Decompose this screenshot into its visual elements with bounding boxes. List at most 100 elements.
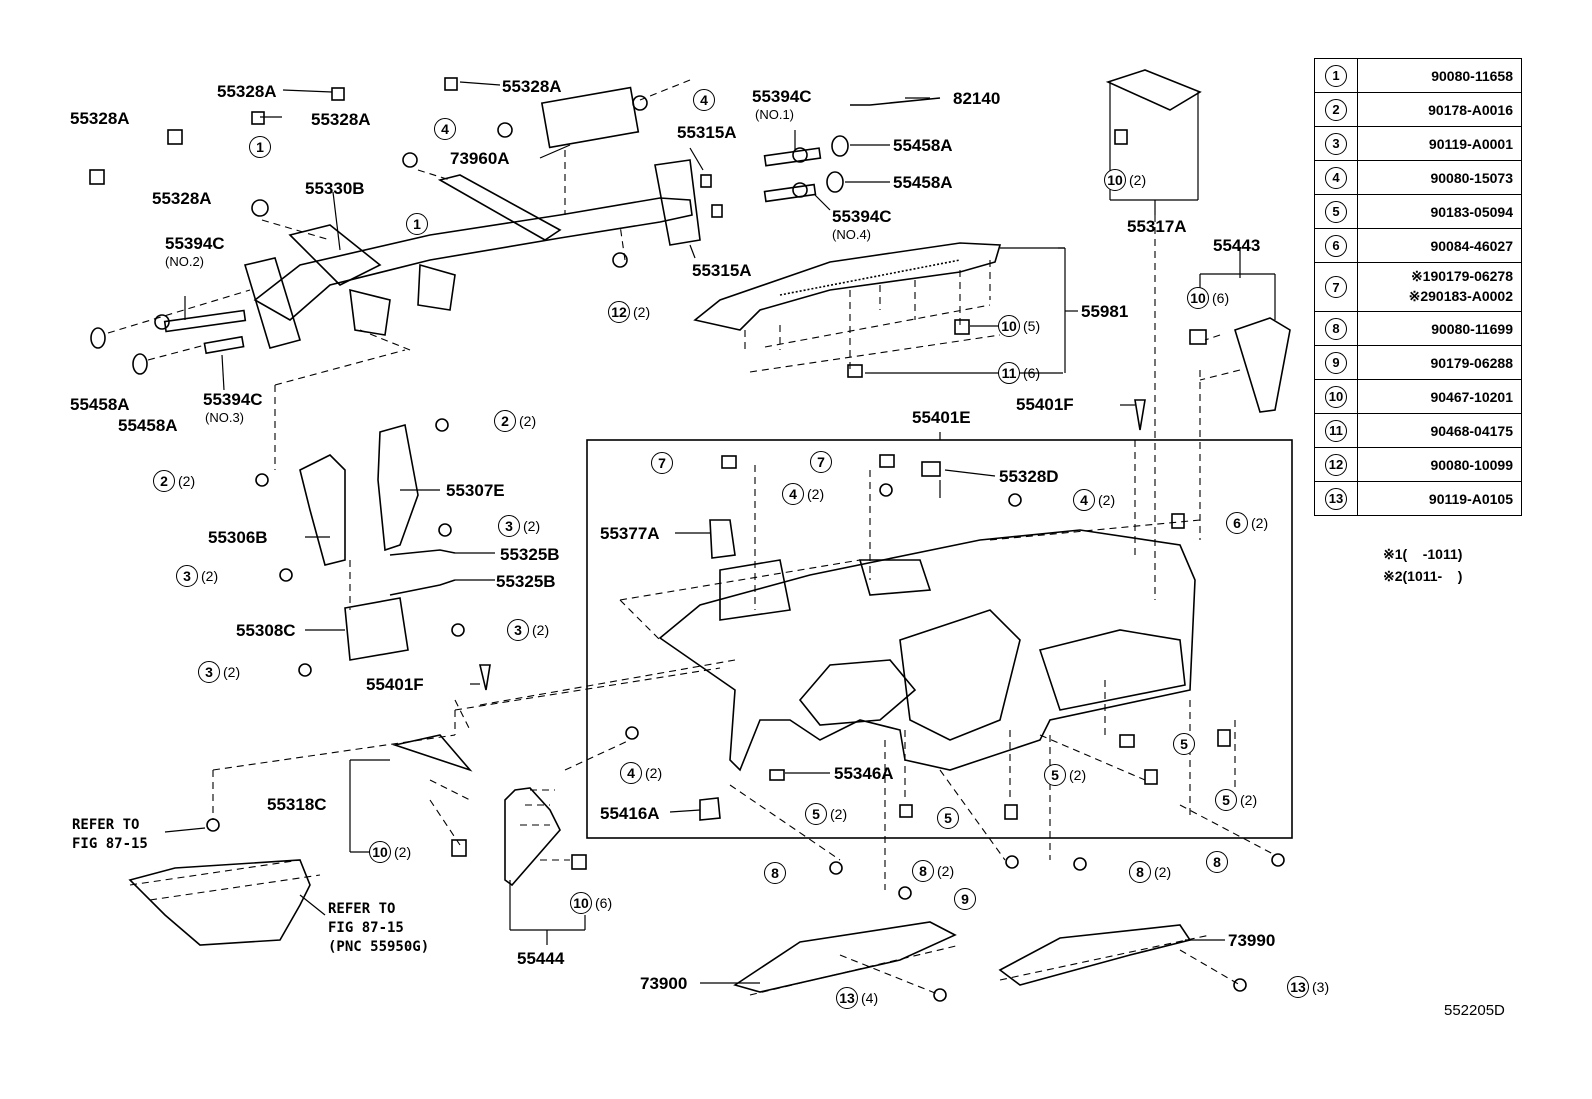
label-55458a-c: 55458A bbox=[893, 136, 953, 155]
label-55328a-c: 55328A bbox=[217, 82, 277, 101]
legend-number: 4 bbox=[1325, 166, 1347, 189]
callout-qty: (6) bbox=[1023, 365, 1041, 381]
callout-qty: (2) bbox=[201, 568, 219, 584]
label-55346a: 55346A bbox=[834, 764, 894, 783]
label-55328a-e: 55328A bbox=[502, 77, 562, 96]
refer-note-2-line2: FIG 87-15 bbox=[328, 919, 404, 936]
callout-10-55443: 10(6) bbox=[1187, 287, 1229, 309]
callout-qty: (2) bbox=[830, 806, 848, 822]
upper-panel-55981 bbox=[693, 242, 1002, 331]
legend-part-number: 90183-05094 bbox=[1357, 194, 1522, 229]
label-55328a-d: 55328A bbox=[311, 110, 371, 129]
callout-number: 12 bbox=[608, 301, 630, 323]
steering-support-beam bbox=[253, 197, 693, 321]
label-73990: 73990 bbox=[1228, 931, 1276, 950]
clip-55328a-d bbox=[331, 87, 345, 101]
callout-number: 3 bbox=[176, 565, 198, 587]
callout-number: 8 bbox=[1129, 861, 1151, 883]
sensor-82140 bbox=[850, 97, 941, 106]
washer-55458a-b bbox=[132, 353, 148, 375]
callout-qty: (2) bbox=[1240, 792, 1258, 808]
callout-number: 5 bbox=[805, 803, 827, 825]
legend-number: 2 bbox=[1325, 98, 1347, 121]
label-55416a: 55416A bbox=[600, 804, 660, 823]
callout-qty: (2) bbox=[519, 413, 537, 429]
label-55401f-a: 55401F bbox=[1016, 395, 1074, 414]
legend-part-number: 90080-10099 bbox=[1357, 447, 1522, 482]
callout-number: 7 bbox=[810, 451, 832, 473]
washer-55458a-c bbox=[831, 135, 849, 157]
refer-note-1-line2: FIG 87-15 bbox=[72, 835, 148, 852]
bolt-55394c-no4 bbox=[763, 182, 817, 203]
sublabel-no3: (NO.3) bbox=[205, 410, 244, 425]
callout-8-b: 8(2) bbox=[912, 860, 954, 882]
callout-4-d: 4(2) bbox=[1073, 489, 1115, 511]
legend-part-number: 90179-06288 bbox=[1357, 345, 1522, 380]
sublabel-no2: (NO.2) bbox=[165, 254, 204, 269]
label-55394c-no1: 55394C bbox=[752, 87, 812, 106]
callout-number: 4 bbox=[434, 118, 456, 140]
callout-number: 7 bbox=[651, 452, 673, 474]
callout-number: 10 bbox=[1104, 169, 1126, 191]
callout-number: 4 bbox=[782, 483, 804, 505]
callout-1-b: 1 bbox=[406, 213, 431, 235]
callout-number: 4 bbox=[693, 89, 715, 111]
callout-qty: (2) bbox=[645, 765, 663, 781]
legend-number: 10 bbox=[1325, 385, 1347, 408]
legend-row: 7※190179-06278※290183-A0002 bbox=[1314, 262, 1522, 312]
refer-note-2-line1: REFER TO bbox=[328, 901, 396, 917]
callout-number: 10 bbox=[570, 892, 592, 914]
cover-55318c bbox=[392, 734, 473, 772]
legend-part-number: 90084-46027 bbox=[1357, 228, 1522, 263]
label-55394c-no4: 55394C bbox=[832, 207, 892, 226]
sublabel-no4: (NO.4) bbox=[832, 227, 871, 242]
callout-3-c: 3(2) bbox=[507, 619, 549, 641]
footnote-1: ※1( -1011) bbox=[1383, 546, 1463, 562]
callout-qty: (2) bbox=[1098, 492, 1116, 508]
garnish-73990 bbox=[998, 924, 1192, 986]
callout-4-a: 4 bbox=[434, 118, 459, 140]
label-73900: 73900 bbox=[640, 974, 688, 993]
callout-13-b: 13(3) bbox=[1287, 976, 1329, 998]
label-55443: 55443 bbox=[1213, 236, 1261, 255]
beam-upper-bracket bbox=[288, 224, 382, 286]
callout-4-c: 4(2) bbox=[782, 483, 824, 505]
callout-qty: (2) bbox=[1251, 515, 1269, 531]
callout-number: 4 bbox=[620, 762, 642, 784]
callout-number: 2 bbox=[494, 410, 516, 432]
callout-number: 10 bbox=[369, 841, 391, 863]
bracket-55377a bbox=[709, 519, 736, 559]
label-55330b: 55330B bbox=[305, 179, 365, 198]
callout-number: 10 bbox=[1187, 287, 1209, 309]
callout-6: 6(2) bbox=[1226, 512, 1268, 534]
label-55401e: 55401E bbox=[912, 408, 971, 427]
callout-number: 5 bbox=[1215, 789, 1237, 811]
bracket-55306b bbox=[299, 454, 346, 566]
callout-qty: (2) bbox=[937, 863, 955, 879]
callout-10-55981: 10(5) bbox=[998, 315, 1040, 337]
legend-part-number: 90119-A0001 bbox=[1357, 126, 1522, 161]
callout-qty: (2) bbox=[807, 486, 825, 502]
callout-4-b: 4 bbox=[693, 89, 718, 111]
label-55306b: 55306B bbox=[208, 528, 268, 547]
legend-part-number: 90468-04175 bbox=[1357, 413, 1522, 448]
clip-55328a-b bbox=[167, 129, 183, 145]
label-55401f-b: 55401F bbox=[366, 675, 424, 694]
beam-left-bracket bbox=[243, 257, 302, 349]
callout-10-55317a: 10(2) bbox=[1104, 169, 1146, 191]
garnish-73900 bbox=[733, 921, 957, 993]
callout-number: 5 bbox=[1173, 733, 1195, 755]
